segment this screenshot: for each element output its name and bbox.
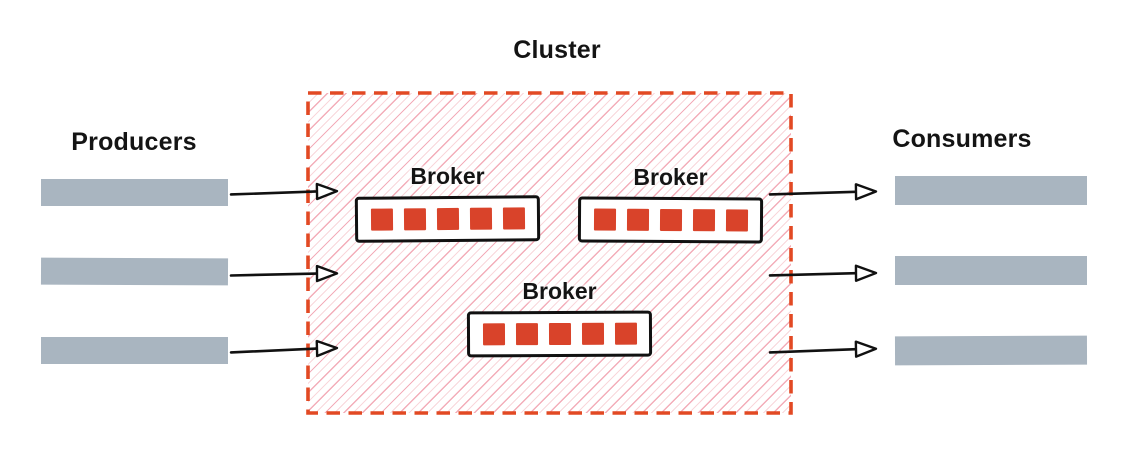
broker-box: [354, 195, 541, 243]
partition-cell: [515, 323, 538, 346]
partition-cell: [614, 322, 637, 345]
partition-cell: [692, 209, 715, 232]
broker-1: Broker: [354, 161, 541, 243]
partition-cell: [502, 207, 525, 230]
broker-2: Broker: [577, 162, 764, 244]
broker-partitions: [593, 208, 748, 232]
producer-arrow-2: [229, 264, 339, 283]
partition-cell: [548, 322, 571, 346]
partition-cell: [581, 322, 604, 345]
partition-cell: [482, 323, 505, 346]
consumer-bars: [894, 176, 1088, 366]
broker-box: [466, 310, 653, 358]
consumer-arrow-3: [768, 340, 878, 358]
producer-bar: [40, 257, 229, 286]
cluster-hatch-fill: [308, 93, 791, 413]
partition-cell: [593, 208, 616, 231]
broker-label: Broker: [410, 163, 485, 189]
consumer-bar: [894, 335, 1088, 366]
consumers-label: Consumers: [892, 125, 1032, 153]
cluster-title: Cluster: [513, 36, 601, 64]
producer-arrow-3: [229, 339, 339, 358]
consumer-arrow-2: [768, 264, 878, 282]
broker-partitions: [482, 322, 637, 346]
broker-box: [577, 196, 764, 244]
partition-cell: [436, 207, 459, 231]
consumer-arrow-1: [768, 183, 878, 201]
cluster-dashed-border: [306, 91, 793, 415]
broker-partitions: [370, 207, 525, 231]
partition-cell: [403, 208, 426, 231]
partition-cell: [370, 208, 393, 231]
partition-cell: [469, 207, 492, 230]
cluster-boundary: [306, 91, 793, 415]
broker-3: Broker: [466, 276, 653, 358]
producer-bar: [41, 179, 228, 206]
broker-label: Broker: [522, 278, 597, 304]
partition-cell: [659, 208, 682, 232]
consumer-bar: [895, 256, 1087, 285]
producers-label: Producers: [71, 128, 197, 156]
producer-bar: [41, 337, 228, 364]
partition-cell: [626, 208, 649, 231]
consumer-bar: [895, 176, 1087, 205]
producer-bars: [40, 179, 229, 364]
partition-cell: [725, 209, 748, 232]
broker-label: Broker: [633, 164, 708, 190]
producer-arrow-1: [229, 182, 339, 201]
